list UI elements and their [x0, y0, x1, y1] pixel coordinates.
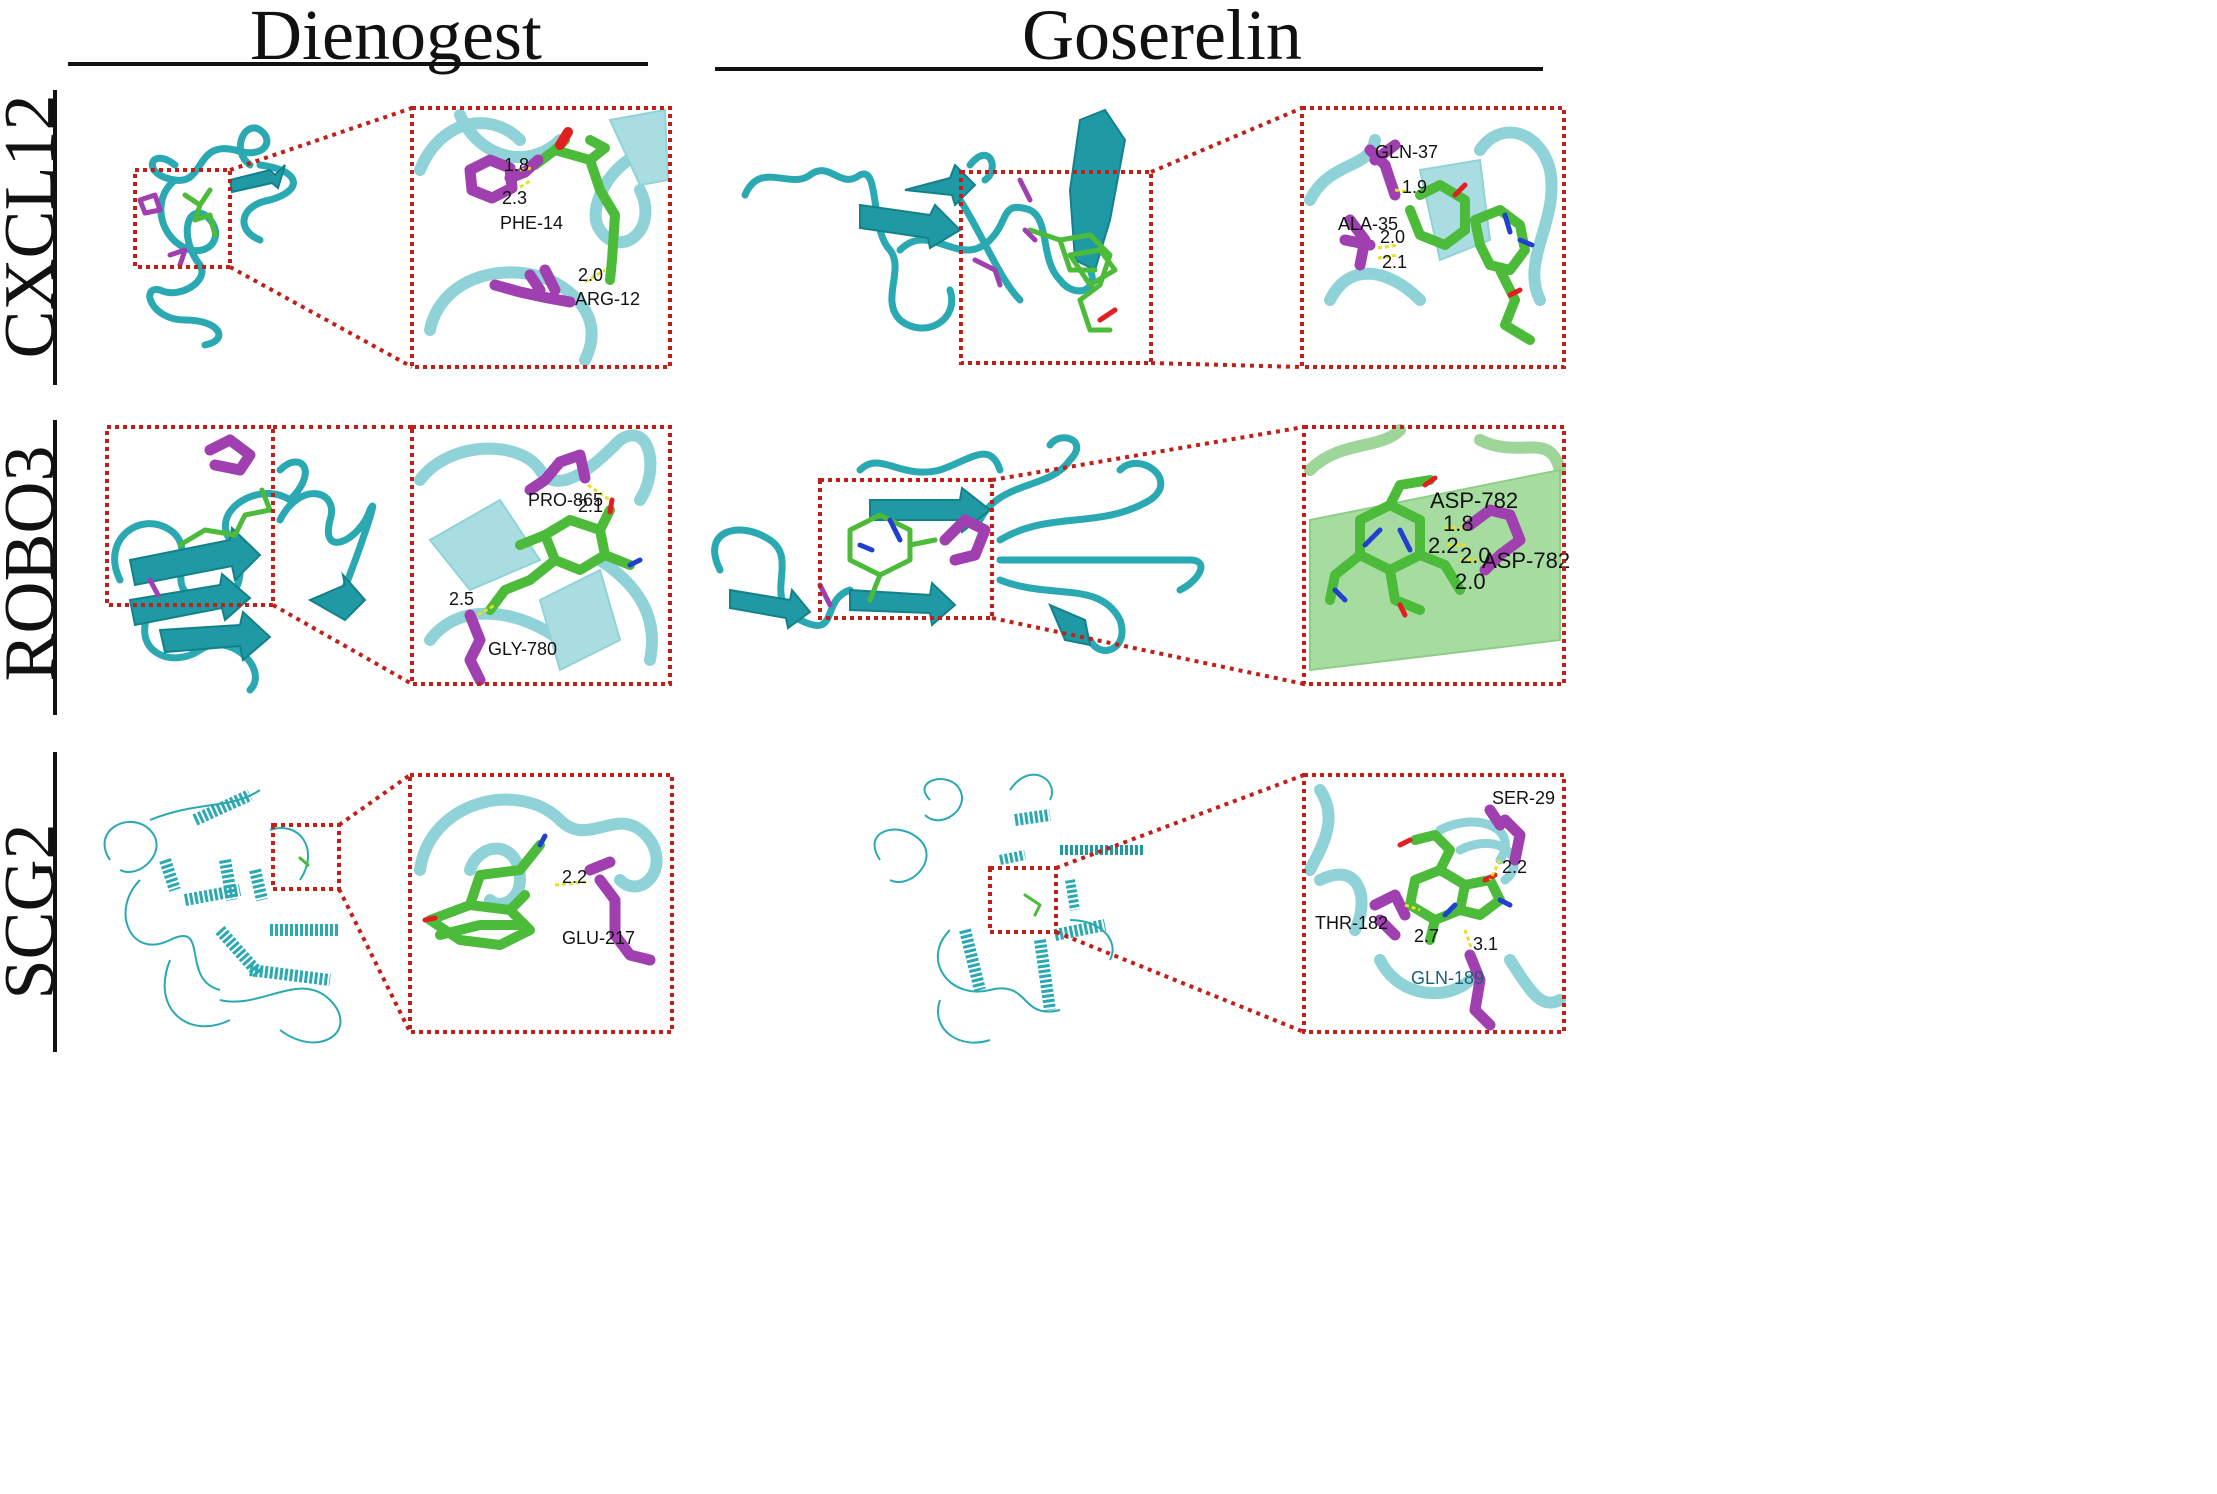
distance-label: 2.2	[562, 867, 587, 887]
row-rule-scg2	[53, 752, 57, 1052]
cxcl12-goserelin-overview	[741, 108, 1153, 365]
residue-label: GLN-189	[1411, 968, 1484, 988]
residue-label: PHE-14	[500, 213, 563, 233]
distance-label: 2.2	[1502, 857, 1527, 877]
distance-label: 1.8	[504, 155, 529, 175]
scg2-goserelin-overview	[873, 773, 1145, 1044]
robo3-dienogest-overview	[105, 425, 377, 694]
residue-label: THR-182	[1315, 913, 1388, 933]
residue-label: SER-29	[1492, 788, 1555, 808]
row-rule-robo3	[53, 420, 57, 715]
distance-label: 1.8	[1443, 511, 1474, 536]
scg2-dienogest-zoom: 2.2 GLU-217	[408, 773, 674, 1034]
distance-label: 2.1	[578, 496, 603, 516]
residue-label: ASP-782	[1430, 488, 1518, 513]
distance-label: 2.0	[1380, 227, 1405, 247]
distance-label: 2.3	[502, 188, 527, 208]
residue-label: GLN-37	[1375, 142, 1438, 162]
distance-label: 2.0	[1460, 543, 1491, 568]
residue-label: ALA-35	[1338, 214, 1398, 234]
distance-label: 2.7	[1414, 926, 1439, 946]
distance-label: 1.9	[1402, 177, 1427, 197]
residue-label: GLU-217	[562, 928, 635, 948]
residue-label: PRO-865	[528, 490, 603, 510]
distance-label: 3.1	[1473, 934, 1498, 954]
row-rule-cxcl12	[53, 90, 57, 385]
column-rule-dienogest	[68, 62, 648, 66]
cxcl12-goserelin-zoom: GLN-37 1.9 ALA-35 2.0 2.1	[1300, 106, 1566, 369]
robo3-goserelin-zoom: ASP-782 1.8 2.2 2.0 2.0 ASP-782	[1302, 424, 1570, 686]
column-title-goserelin: Goserelin	[1022, 0, 1302, 75]
residue-label: GLY-780	[488, 639, 557, 659]
cxcl12-dienogest-zoom: 1.8 2.3 2.0 PHE-14 ARG-12	[410, 106, 672, 369]
cxcl12-dienogest-overview	[133, 124, 297, 349]
residue-label: ARG-12	[575, 289, 640, 309]
distance-label: 2.0	[578, 265, 603, 285]
column-rule-goserelin	[715, 67, 1543, 71]
robo3-dienogest-zoom: PRO-865 2.1 2.5 GLY-780	[410, 425, 672, 686]
scg2-goserelin-zoom: SER-29 2.2 THR-182 2.7 3.1 GLN-189	[1302, 773, 1566, 1034]
distance-label: 2.0	[1455, 569, 1486, 594]
distance-label: 2.1	[1382, 252, 1407, 272]
residue-label: ASP-782	[1482, 548, 1570, 573]
distance-label: 2.2	[1428, 533, 1459, 558]
distance-label: 2.5	[449, 589, 474, 609]
scg2-dienogest-overview	[103, 789, 342, 1044]
robo3-goserelin-overview	[711, 434, 1205, 654]
